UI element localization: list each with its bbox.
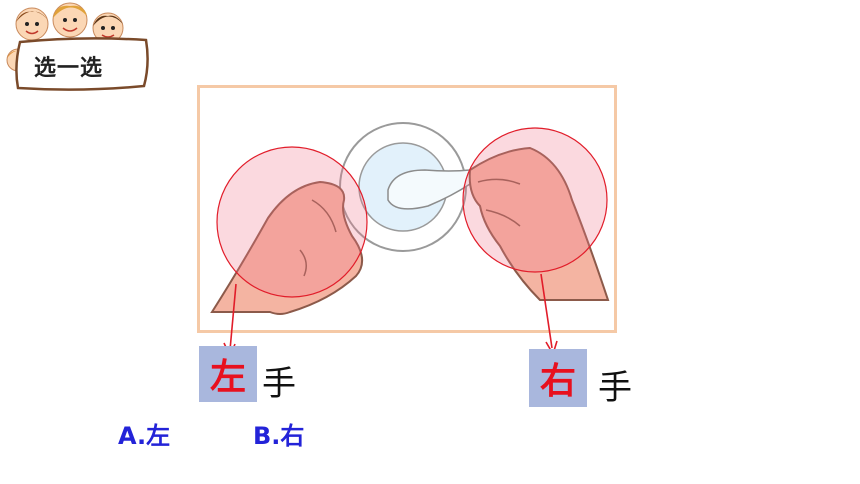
right-answer-text: 右 (539, 360, 576, 402)
badge-title: 选一选 (34, 56, 104, 81)
option-a[interactable]: A.左 (118, 422, 171, 450)
option-b[interactable]: B.右 (253, 422, 305, 450)
left-hand-icon (210, 180, 363, 315)
right-answer-box: 右 (529, 349, 587, 407)
left-answer-text: 左 (209, 356, 246, 398)
hand-char-right: 手 (598, 368, 632, 408)
left-hand-highlight-circle (216, 146, 368, 298)
left-answer-box: 左 (199, 346, 257, 402)
right-hand-highlight-circle (462, 127, 608, 273)
right-hand-icon (468, 146, 610, 301)
hand-char-left: 手 (262, 364, 296, 404)
title-badge (15, 37, 149, 91)
cartoon-kids-icon (6, 2, 124, 72)
